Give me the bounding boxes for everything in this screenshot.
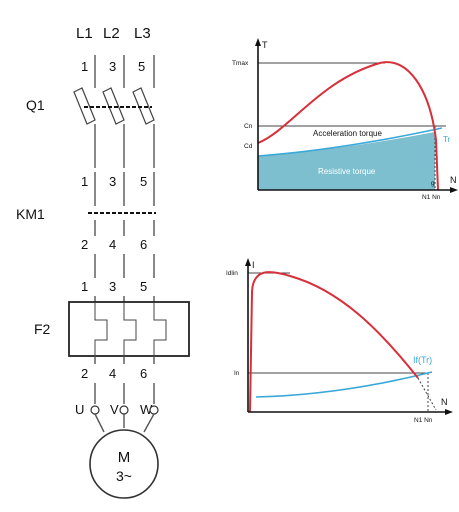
f2-overload-relay (68, 296, 190, 364)
tick-n1-nn-current: N1 Nn (414, 417, 433, 424)
tick-in: In (234, 370, 240, 377)
torque-speed-chart: T N Tmax Cn Cd N1 Nn g Acceleration torq… (232, 38, 458, 201)
slip-label: g (431, 180, 435, 187)
terminal-v-circle (119, 405, 129, 415)
if-tr-label: If(Tr) (413, 355, 432, 365)
torque-y-axis-label: T (262, 40, 268, 50)
terminal-w-circle (149, 405, 159, 415)
torque-x-axis-label: N (450, 175, 457, 185)
q1-label: Q1 (26, 97, 45, 113)
wire-motor-w (143, 413, 155, 433)
tr-curve-label: Tr (443, 135, 451, 144)
current-x-axis-label: N (441, 397, 448, 407)
q1-bottom-terminal-3: 3 (109, 174, 116, 189)
km1-terminal-6: 6 (140, 237, 147, 252)
q1-bottom-terminal-5: 5 (140, 174, 147, 189)
motor-terminal-v: V (110, 402, 119, 417)
wire-motor-u (94, 413, 105, 433)
motor-symbol (89, 429, 159, 499)
f2-bottom-terminal-6: 6 (140, 366, 147, 381)
motor-phase-label: 3~ (116, 468, 132, 484)
f2-bottom-terminal-2: 2 (81, 366, 88, 381)
motor-torque-curve (257, 61, 439, 191)
power-schematic: L1 L2 L3 1 3 5 Q1 1 3 5 KM1 (16, 25, 190, 499)
tick-tmax: Tmax (232, 60, 249, 67)
motor-label: M (118, 449, 131, 466)
km1-terminal-4: 4 (109, 237, 116, 252)
km1-label: KM1 (16, 206, 45, 222)
load-current-curve (255, 371, 433, 398)
phase-label-l2: L2 (103, 25, 120, 42)
tick-cd: Cd (244, 143, 253, 150)
q1-bottom-terminal-1: 1 (81, 174, 88, 189)
tick-n1-nn: N1 Nn (422, 194, 441, 201)
tick-idlin: Idlin (226, 270, 238, 277)
current-x-arrow (445, 409, 453, 415)
q1-fuse-switch (73, 87, 155, 125)
current-y-axis-label: I (252, 260, 255, 270)
q1-top-terminal-3: 3 (109, 59, 116, 74)
q1-top-terminal-5: 5 (138, 59, 145, 74)
resistive-torque-area (258, 132, 435, 190)
km1-contactor (88, 172, 156, 236)
terminal-u-circle (90, 405, 100, 415)
decline-dash (417, 377, 437, 411)
f2-top-terminal-3: 3 (109, 279, 116, 294)
f2-bottom-terminal-4: 4 (109, 366, 116, 381)
f2-top-terminal-5: 5 (140, 279, 147, 294)
phase-label-l1: L1 (76, 25, 93, 42)
current-y-arrow (245, 258, 251, 266)
torque-y-arrow (255, 38, 261, 46)
tick-cn: Cn (244, 123, 253, 130)
current-speed-chart: I N Idlin In N1 Nn If(Tr) (226, 258, 453, 424)
motor-terminal-u: U (75, 402, 84, 417)
f2-label: F2 (34, 321, 51, 337)
phase-label-l3: L3 (134, 25, 151, 42)
resistive-torque-label: Resistive torque (318, 167, 376, 176)
torque-x-arrow (450, 187, 458, 193)
motor-current-curve (249, 271, 419, 413)
f2-top-terminal-1: 1 (81, 279, 88, 294)
acceleration-torque-label: Acceleration torque (313, 129, 382, 138)
q1-top-terminal-1: 1 (81, 59, 88, 74)
motor-terminal-w: W (140, 402, 153, 417)
load-torque-curve (257, 127, 443, 157)
km1-terminal-2: 2 (81, 237, 88, 252)
